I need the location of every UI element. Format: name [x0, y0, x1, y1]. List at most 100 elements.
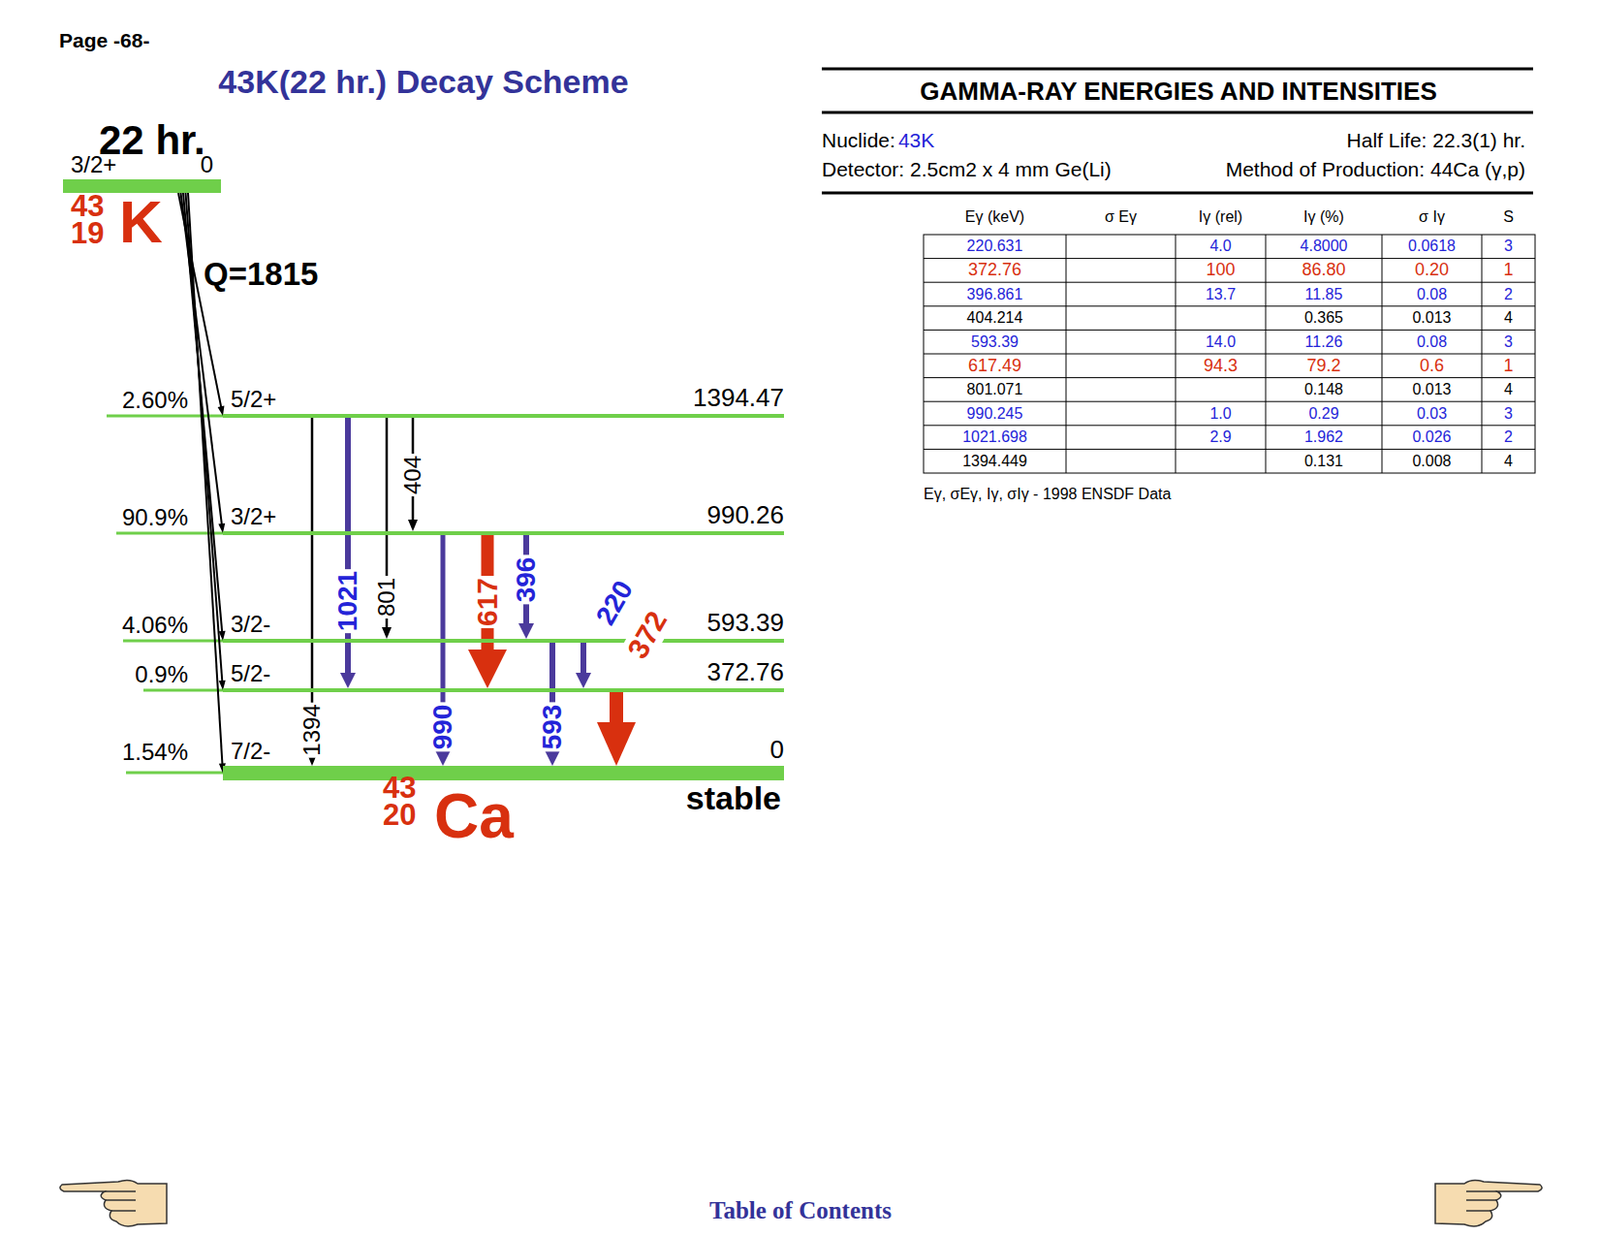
table-cell: 1021.698 — [962, 428, 1028, 446]
table-cell: 13.7 — [1205, 285, 1236, 304]
branching-ratio: 4.06% — [122, 611, 189, 639]
table-cell: 1 — [1503, 355, 1513, 377]
table-cell: 0.08 — [1416, 285, 1447, 304]
gamma-energy: 1394 — [298, 701, 326, 757]
column-header: σ Iγ — [1418, 208, 1445, 226]
table-cell: 0.131 — [1304, 452, 1344, 471]
gamma-energy: 801 — [373, 575, 401, 619]
table-cell: 0.365 — [1304, 309, 1344, 327]
table-cell: 1.0 — [1209, 405, 1231, 423]
spin-parity: 5/2- — [230, 659, 271, 688]
table-cell: 100 — [1205, 259, 1235, 281]
table-cell: 3 — [1504, 405, 1513, 423]
gamma-transition — [596, 691, 636, 766]
pointing-hand — [60, 1179, 167, 1226]
table-cell: 3 — [1504, 237, 1513, 255]
table-cell: 14.0 — [1205, 333, 1236, 351]
element-symbol: K — [119, 187, 163, 256]
gamma-transition — [468, 534, 507, 689]
nuclide-name: 43K — [898, 128, 935, 153]
table-cell: 86.80 — [1301, 259, 1346, 281]
table-cell: 0.148 — [1304, 380, 1344, 399]
table-meta: Nuclide: — [821, 128, 896, 153]
table-cell: 220.631 — [967, 237, 1024, 255]
level-energy: 593.39 — [706, 607, 785, 638]
table-cell: 1 — [1503, 259, 1513, 281]
gamma-energy: 372 — [620, 603, 675, 666]
column-header: Iγ (%) — [1303, 208, 1345, 226]
navigation-link: Table of Contents — [709, 1196, 892, 1224]
table-meta: Half Life: 22.3(1) hr. — [1347, 128, 1526, 153]
energy-level: 3/2-593.39 — [222, 638, 785, 643]
table-cell: 617.49 — [968, 355, 1022, 377]
table-meta: Method of Production: 44Ca (γ,p) — [1225, 157, 1526, 182]
spin-parity: 5/2+ — [230, 385, 277, 413]
table-rules — [821, 68, 1534, 193]
gamma-energy: 404 — [399, 453, 427, 497]
table-cell: 0.008 — [1411, 452, 1451, 471]
table-cell: 3 — [1504, 333, 1513, 351]
table-meta: Detector: 2.5cm2 x 4 mm Ge(Li) — [821, 157, 1112, 182]
spin-parity: 3/2+ — [70, 151, 117, 179]
table-cell: 404.214 — [967, 309, 1024, 327]
gamma-energy: 617 — [470, 575, 504, 628]
table-cell: 0.20 — [1414, 259, 1449, 281]
page-number: Page -68- — [59, 29, 150, 53]
column-header: Eγ (keV) — [965, 208, 1025, 226]
level-energy: 0 — [200, 151, 214, 179]
table-cell: 79.2 — [1306, 355, 1341, 377]
gamma-energy: 220 — [588, 573, 640, 632]
column-header: σ Eγ — [1104, 208, 1137, 226]
table-cell: 0.03 — [1416, 405, 1447, 423]
table-cell: 0.08 — [1416, 333, 1447, 351]
table-cell: 4.8000 — [1300, 237, 1349, 255]
spin-parity: 3/2+ — [230, 502, 277, 531]
table-cell: 396.861 — [967, 285, 1024, 304]
energy-level: 3/2+990.26 — [222, 531, 785, 535]
branching-ratio: 1.54% — [122, 738, 189, 766]
spin-parity: 3/2- — [230, 610, 271, 638]
source-note: Eγ, σEγ, Iγ, σIγ - 1998 ENSDF Data — [923, 485, 1171, 503]
stability-note: stable — [686, 779, 782, 817]
energy-level: 5/2+1394.47 — [222, 413, 785, 418]
table-cell: 4.0 — [1209, 237, 1231, 255]
spin-parity: 7/2- — [230, 737, 271, 765]
table-cell: 0.013 — [1411, 309, 1451, 327]
gamma-energy: 990 — [427, 702, 459, 753]
level-energy: 0 — [770, 734, 785, 765]
table-cell: 0.013 — [1411, 380, 1451, 399]
column-header: S — [1503, 208, 1514, 226]
table-cell: 0.0618 — [1408, 237, 1456, 255]
gamma-energy: 1021 — [332, 568, 364, 633]
energy-level: 5/2-372.76 — [222, 688, 785, 692]
ground-level: 7/2-0 — [222, 765, 785, 781]
q-value: Q=1815 — [203, 255, 318, 293]
table-cell: 1394.449 — [962, 452, 1028, 471]
table-cell: 0.29 — [1308, 405, 1339, 423]
table-heading: GAMMA-RAY ENERGIES AND INTENSITIES — [919, 76, 1438, 107]
table-cell: 593.39 — [971, 333, 1019, 351]
gamma-transition — [340, 417, 356, 689]
atomic-number: 20 — [382, 797, 416, 833]
element-symbol: Ca — [434, 780, 514, 852]
table-cell: 4 — [1504, 452, 1513, 471]
pointing-hand — [1435, 1179, 1542, 1226]
table-cell: 1.962 — [1304, 428, 1344, 446]
table-cell: 94.3 — [1203, 355, 1238, 377]
gamma-energy: 593 — [536, 702, 568, 753]
gamma-transition — [575, 642, 592, 689]
table-cell: 372.76 — [968, 259, 1022, 281]
atomic-number: 19 — [70, 216, 104, 251]
table-cell: 0.6 — [1419, 355, 1444, 377]
diagram-title: 43K(22 hr.) Decay Scheme — [218, 62, 628, 101]
table-cell: 2 — [1504, 285, 1513, 304]
table-cell: 990.245 — [967, 405, 1024, 423]
table-cell: 0.026 — [1411, 428, 1451, 446]
table-cell: 4 — [1504, 309, 1513, 327]
column-header: Iγ (rel) — [1198, 208, 1243, 226]
level-energy: 1394.47 — [692, 382, 785, 413]
gamma-energy: 396 — [510, 555, 542, 605]
branching-ratio: 0.9% — [134, 660, 189, 689]
table-cell: 2.9 — [1209, 428, 1231, 446]
level-energy: 372.76 — [706, 657, 785, 688]
